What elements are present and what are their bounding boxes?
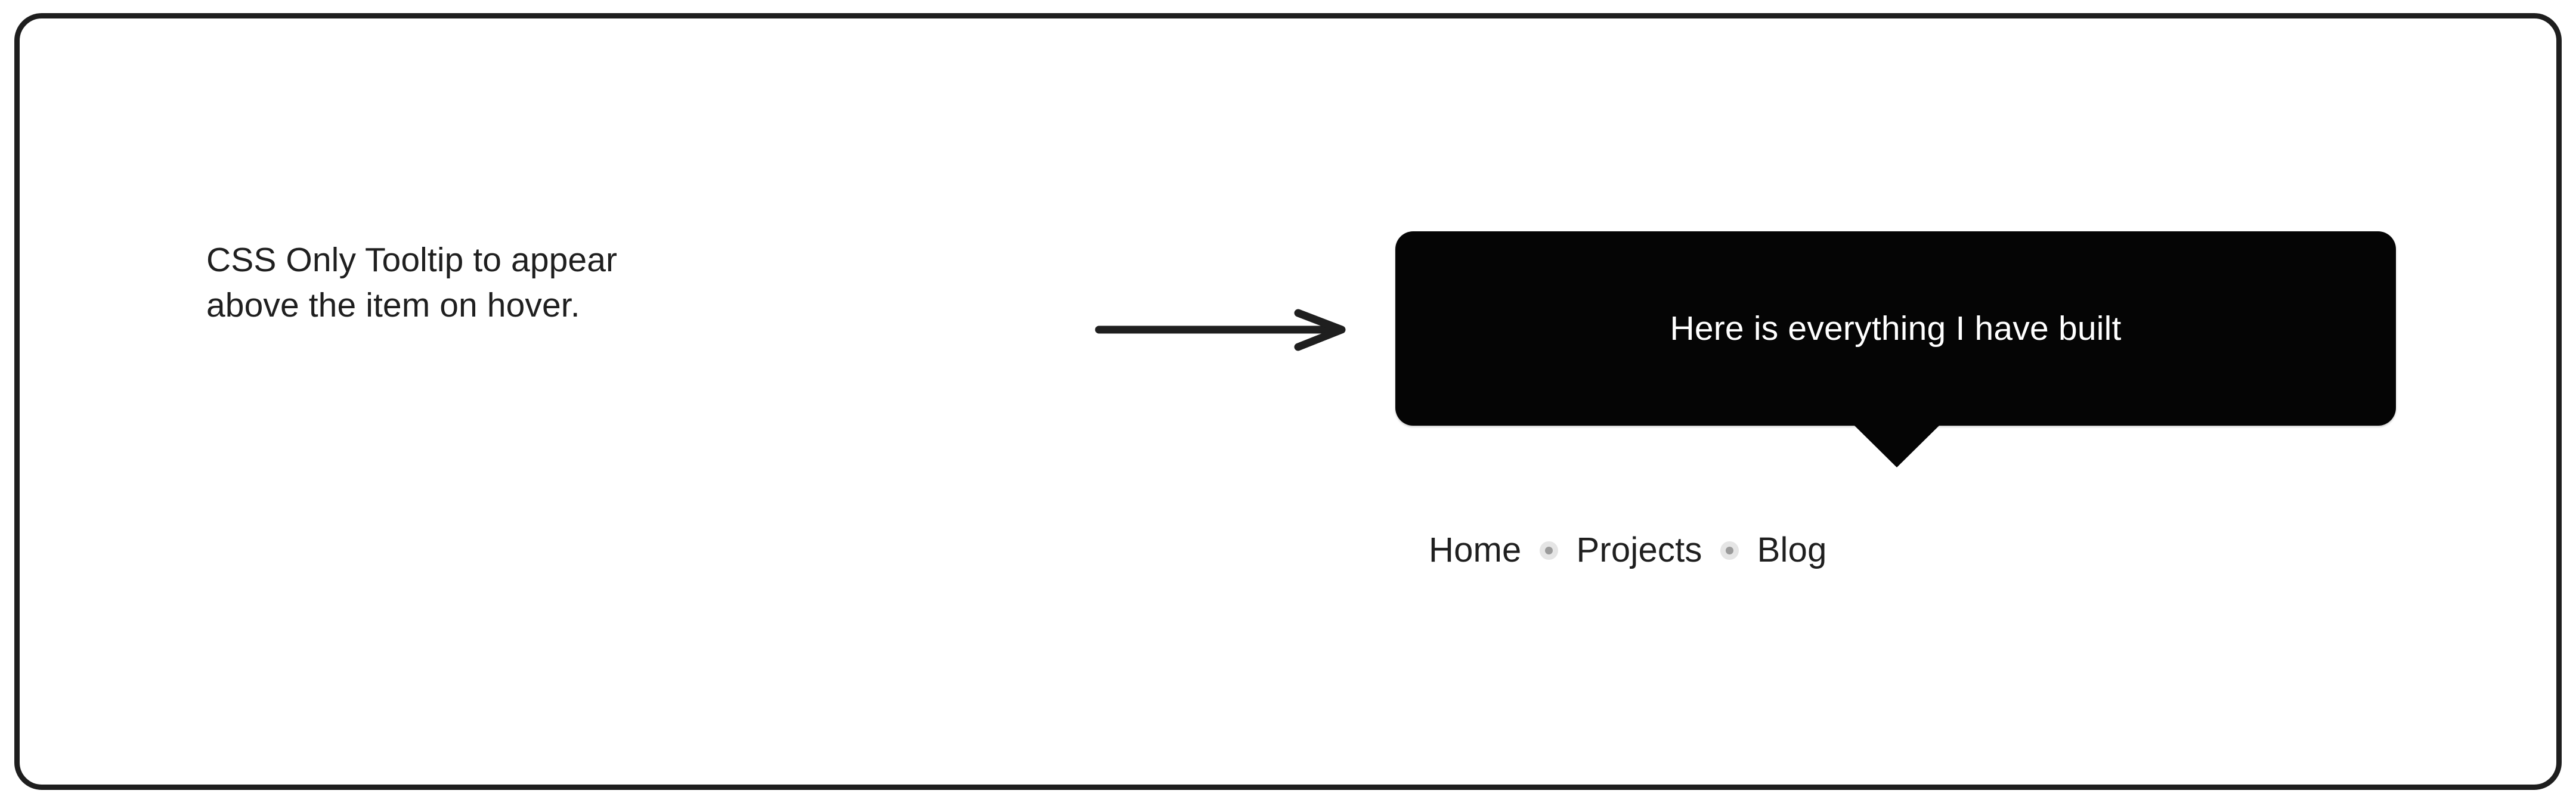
dot-separator-icon: [1545, 546, 1553, 554]
nav-separator-1: [1522, 546, 1577, 554]
nav-separator-2: [1702, 546, 1757, 554]
dot-separator-icon: [1726, 546, 1734, 554]
tooltip-bubble: Here is everything I have built: [1395, 231, 2396, 426]
arrow-right-icon: [1095, 309, 1346, 351]
annotation-arrow: [1092, 298, 1355, 370]
annotation-caption: CSS Only Tooltip to appear above the ite…: [206, 241, 618, 324]
nav-link-projects[interactable]: Projects: [1576, 531, 1702, 569]
site-nav: Home Projects Blog: [1429, 517, 1827, 583]
tooltip-caret-icon: [1852, 423, 1942, 467]
tooltip-text: Here is everything I have built: [1670, 309, 2122, 348]
nav-link-blog[interactable]: Blog: [1757, 531, 1827, 569]
tooltip-nav-widget: Here is everything I have built Home Pro…: [1395, 231, 2409, 601]
nav-link-home[interactable]: Home: [1429, 531, 1522, 569]
